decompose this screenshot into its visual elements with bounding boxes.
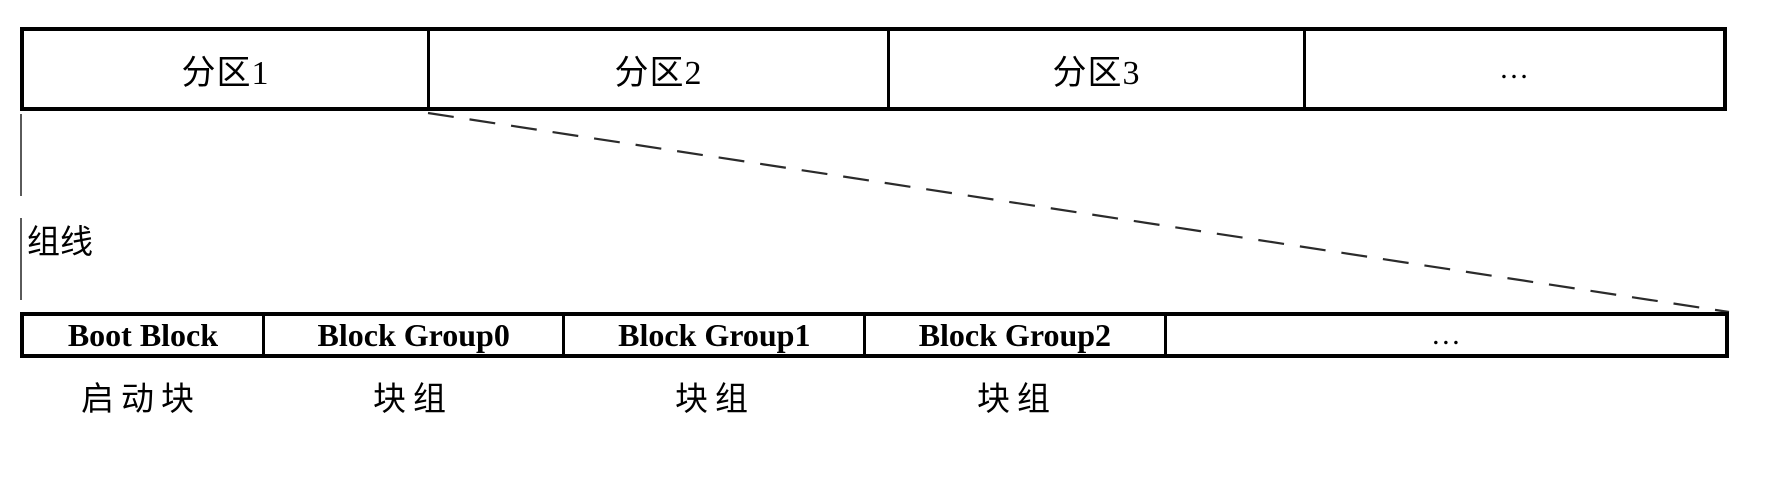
block-group-cell-more: … [1430,318,1461,351]
block-group-cell-2: Block Group2 [866,316,1167,354]
block-group-cell-1: Block Group1 [565,316,867,354]
block-group-row: Boot Block Block Group0 Block Group1 Blo… [20,312,1729,358]
block-group-cell-boot-block: Boot Block [24,316,265,354]
caption-block-group-2: 块组 [977,382,1057,418]
partition-cell-2: 分区2 [430,31,890,107]
caption-block-group-1: 块组 [675,382,755,418]
disk-partition-row: 分区1 分区2 分区3 … [20,27,1727,111]
expansion-diagonal-dashed-line [427,111,1730,314]
partition-cell-1: 分区1 [24,31,431,107]
caption-block-group-0: 块组 [373,382,453,418]
group-line-label: 组线 [27,225,93,261]
partition-cell-more: … [1499,52,1530,85]
caption-boot-block: 启动块 [81,382,201,418]
block-group-cell-0: Block Group0 [265,316,566,354]
partition-cell-3: 分区3 [890,31,1306,107]
